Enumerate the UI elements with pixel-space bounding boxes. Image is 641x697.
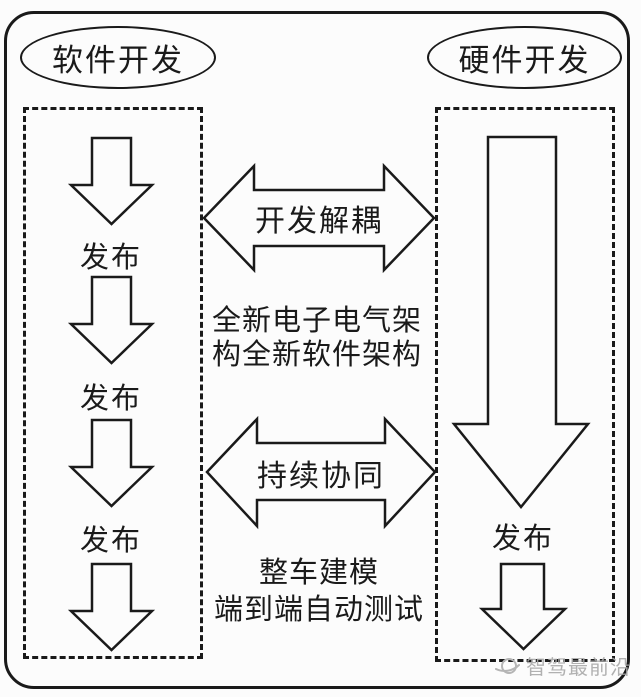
collaborate-label: 持续协同 — [257, 458, 385, 494]
hardware-release-label: 发布 — [491, 521, 554, 555]
architecture-annotation-line1: 全新电子电气架 — [211, 303, 422, 337]
testing-annotation-line1: 整车建模 — [258, 555, 379, 589]
software-dev-node: 软件开发 — [20, 26, 216, 89]
software-release-label-2: 发布 — [79, 381, 142, 415]
hardware-dev-label: 硬件开发 — [458, 43, 591, 79]
testing-annotation: 整车建模 端到端自动测试 — [194, 554, 444, 628]
hardware-dev-node: 硬件开发 — [427, 26, 622, 89]
watermark: 智驾最前沿 — [494, 651, 631, 680]
software-release-arrow-4 — [67, 562, 156, 652]
swoosh-logo-icon — [495, 658, 520, 674]
software-release-arrow-2 — [67, 275, 156, 365]
hardware-release-arrow — [478, 562, 569, 651]
architecture-annotation-line2: 构全新软件架构 — [211, 337, 422, 371]
software-dev-label: 软件开发 — [52, 43, 184, 79]
decouple-label: 开发解耦 — [255, 204, 383, 239]
software-release-arrow-3 — [67, 418, 156, 508]
testing-annotation-line2: 端到端自动测试 — [213, 592, 424, 626]
diagram-border — [4, 11, 630, 689]
decouple-double-arrow — [202, 162, 436, 274]
software-release-arrow-1 — [67, 136, 156, 226]
software-release-label-1: 发布 — [79, 240, 142, 274]
architecture-annotation: 全新电子电气架 构全新软件架构 — [197, 303, 437, 371]
software-track-box — [23, 107, 203, 659]
software-release-label-3: 发布 — [79, 523, 142, 557]
hardware-track-box — [435, 107, 615, 662]
collaborate-double-arrow — [205, 415, 437, 530]
hardware-long-arrow — [451, 135, 591, 509]
watermark-text: 智驾最前沿 — [526, 655, 631, 679]
